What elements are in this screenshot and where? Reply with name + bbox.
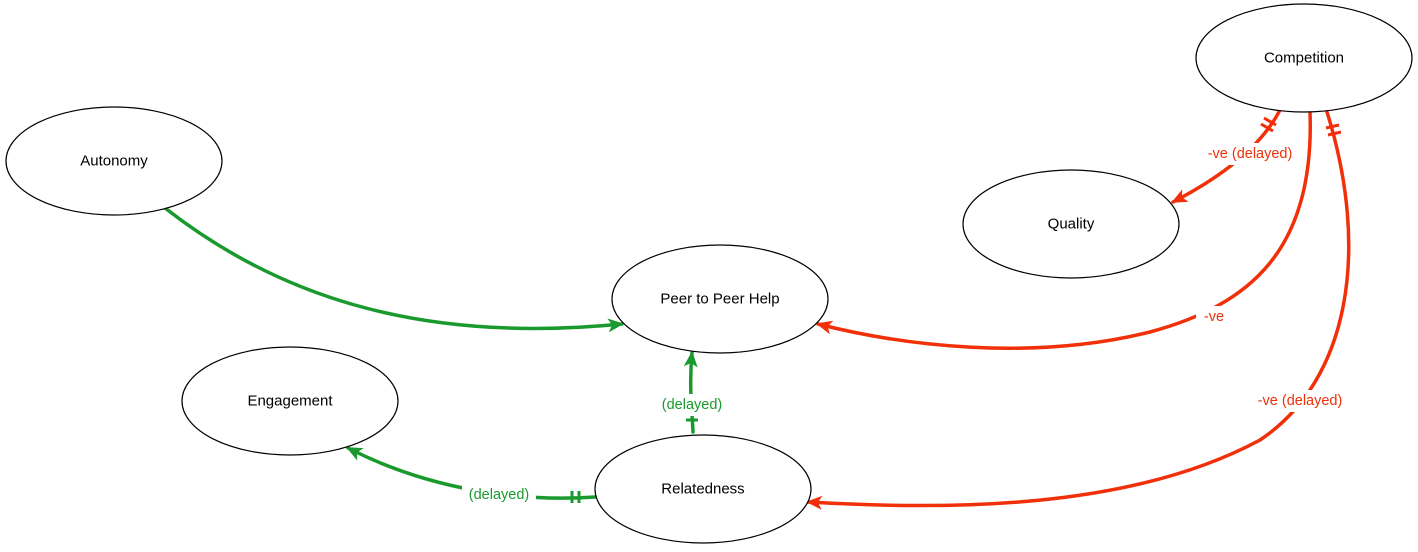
node-autonomy[interactable]: Autonomy xyxy=(5,106,223,216)
label-competition-to-relatedness: -ve (delayed) xyxy=(1258,393,1343,409)
node-engagement[interactable]: Engagement xyxy=(181,346,399,456)
node-quality-label: Quality xyxy=(1048,216,1095,233)
node-quality[interactable]: Quality xyxy=(962,169,1180,279)
edge-competition-to-peer-help[interactable] xyxy=(816,110,1312,350)
delay-mark-competition-quality-1 xyxy=(1260,122,1274,133)
node-competition-label: Competition xyxy=(1264,50,1344,67)
label-competition-to-quality: -ve (delayed) xyxy=(1208,146,1293,162)
node-autonomy-label: Autonomy xyxy=(80,153,148,170)
label-relatedness-to-peer-help: (delayed) xyxy=(662,397,722,413)
label-relatedness-to-engagement: (delayed) xyxy=(469,487,529,503)
edges xyxy=(163,108,1351,510)
node-peer-to-peer-help[interactable]: Peer to Peer Help xyxy=(611,244,829,354)
delay-mark-competition-relatedness-1 xyxy=(1325,123,1340,130)
node-relatedness-label: Relatedness xyxy=(661,481,744,498)
edge-competition-to-relatedness[interactable] xyxy=(806,110,1351,510)
edge-labels: (delayed) (delayed) -ve (delayed) -ve -v… xyxy=(462,143,1349,506)
delay-mark-competition-relatedness-2 xyxy=(1327,130,1342,137)
node-competition[interactable]: Competition xyxy=(1195,3,1413,113)
nodes: Autonomy Peer to Peer Help Engagement Re… xyxy=(5,3,1413,544)
node-engagement-label: Engagement xyxy=(247,393,333,410)
delay-mark-competition-quality-2 xyxy=(1263,116,1277,127)
edge-autonomy-to-peer-help[interactable] xyxy=(163,206,624,333)
node-peer-to-peer-help-label: Peer to Peer Help xyxy=(660,291,779,308)
node-relatedness[interactable]: Relatedness xyxy=(594,434,812,544)
label-competition-to-peer-help: -ve xyxy=(1204,309,1224,325)
